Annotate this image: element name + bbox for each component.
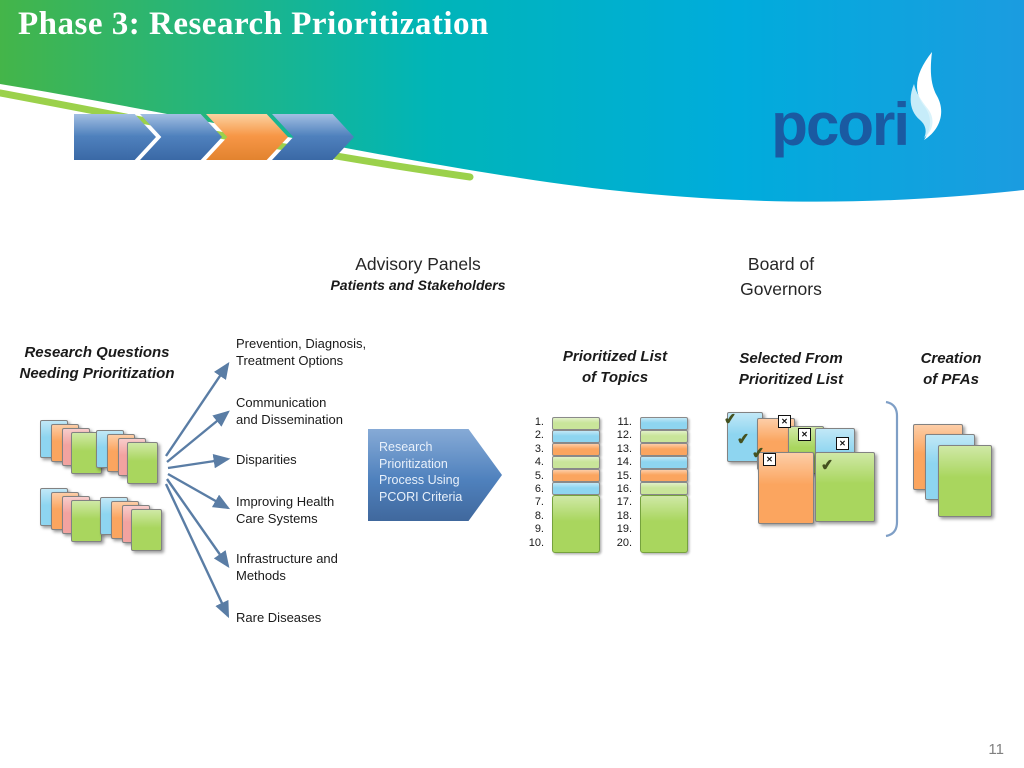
topic-prevention-diagnosis: Prevention, Diagnosis, Treatment Options [236, 336, 367, 368]
topic-bar [640, 482, 688, 495]
list-item: 11. [617, 416, 632, 428]
list-item: 14. [616, 456, 632, 469]
x-box-icon: ✕ [836, 437, 849, 450]
x-box-icon: ✕ [798, 428, 811, 441]
topic-rare-diseases: Rare Diseases [236, 610, 322, 625]
x-box-icon: ✕ [778, 415, 791, 428]
prioritized-list-label: Prioritized List of Topics [562, 348, 668, 386]
research-questions-label: Research Questions Needing Prioritizatio… [19, 344, 175, 382]
list-item: 19. [616, 523, 632, 536]
topic-bar [552, 417, 600, 430]
topic-block [552, 495, 600, 553]
list-item: 16. [616, 483, 632, 496]
topic-bar [640, 469, 688, 482]
topic-bar [552, 443, 600, 456]
sticky-card [71, 500, 102, 542]
list-item: 8. [534, 509, 544, 522]
sticky-card [815, 452, 875, 522]
list-item: 1. [534, 416, 544, 428]
topic-bar [552, 430, 600, 443]
list-item: 20. [616, 536, 632, 549]
topic-infrastructure-methods: Infrastructure and Methods [236, 551, 338, 583]
list-item: 12. [616, 429, 632, 442]
check-mark-icon: ✔ [820, 456, 835, 475]
process-arrow-text: Research Prioritization Process Using PC… [379, 440, 463, 504]
list-item: 5. [534, 469, 544, 482]
list-item: 10. [528, 536, 544, 549]
topic-bar [640, 430, 688, 443]
pcori-swirl-icon [910, 52, 942, 140]
pcori-logo-text: pcori [771, 91, 910, 158]
selected-from-label: Selected From Prioritized List [738, 350, 844, 388]
x-box-icon: ✕ [763, 453, 776, 466]
list-item: 7. [534, 496, 544, 509]
list-item: 3. [534, 442, 544, 455]
rank-list-11-20: 11.12.13.14.15.16.17.18.19.20. [610, 416, 632, 550]
topic-bar [552, 482, 600, 495]
topic-bar [552, 456, 600, 469]
slide-title: Phase 3: Research Prioritization [18, 6, 489, 42]
list-item: 4. [534, 456, 544, 469]
board-of-governors-heading: Board of Governors [740, 254, 822, 299]
list-item: 13. [616, 442, 632, 455]
sticky-card [938, 445, 992, 517]
list-item: 2. [534, 429, 544, 442]
rank-list-1-10: 1.2.3.4.5.6.7.8.9.10. [522, 416, 544, 550]
pcori-logo: pcori [771, 50, 946, 158]
topic-block [640, 495, 688, 553]
list-item: 6. [534, 483, 544, 496]
topic-communication: Communication and Dissemination [236, 395, 343, 427]
topic-improving-health-care: Improving Health Care Systems [236, 494, 335, 526]
advisory-panels-heading: Advisory Panels [355, 254, 481, 274]
process-arrow: Research Prioritization Process Using PC… [368, 429, 502, 521]
check-mark-icon: ✔ [723, 410, 738, 429]
topic-disparities: Disparities [236, 452, 297, 467]
list-item: 18. [616, 509, 632, 522]
sticky-card [131, 509, 162, 551]
topic-bar [640, 443, 688, 456]
topic-bar [552, 469, 600, 482]
list-item: 17. [616, 496, 632, 509]
topic-bar [640, 456, 688, 469]
sticky-card [727, 412, 763, 462]
list-item: 15. [616, 469, 632, 482]
creation-of-pfas-label: Creation of PFAs [920, 350, 982, 388]
check-mark-icon: ✔ [736, 430, 751, 449]
advisory-panels-subtitle: Patients and Stakeholders [330, 277, 506, 293]
topic-bar [640, 417, 688, 430]
sticky-card [127, 442, 158, 484]
page-number: 11 [988, 741, 1004, 758]
list-item: 9. [534, 523, 544, 536]
